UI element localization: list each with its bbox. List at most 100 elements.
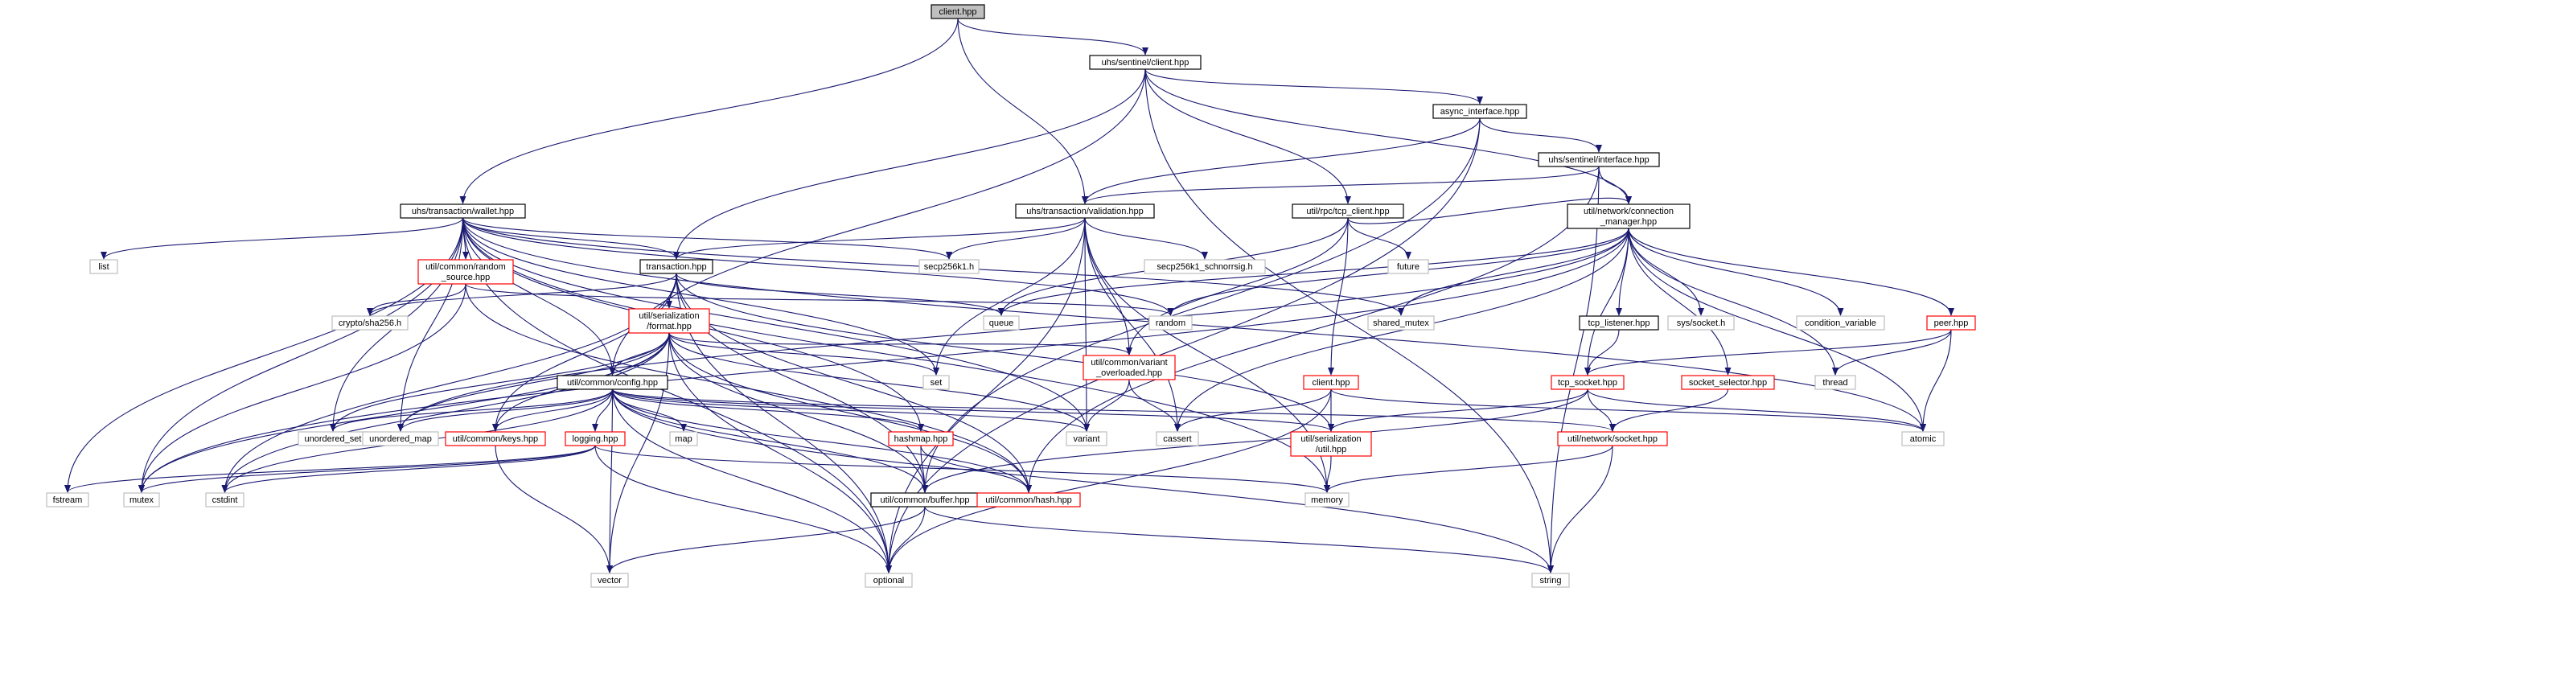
edge-hashmap-to-buffer (920, 445, 928, 493)
node-box (565, 431, 626, 446)
node-fstream: fstream (46, 492, 89, 507)
edge-wallet-to-list (101, 217, 464, 260)
edge-serialization_format-to-optional (668, 332, 892, 573)
node-socket-selector[interactable]: socket_selector.hpp (1681, 375, 1775, 390)
edge-validation-to-optional (885, 217, 1086, 573)
node-box (1290, 431, 1372, 457)
node-box (1292, 203, 1404, 219)
edge-logging-to-memory (594, 445, 1330, 493)
node-box (1567, 203, 1691, 229)
edge-config-to-map (611, 388, 687, 432)
node-tcp-socket[interactable]: tcp_socket.hpp (1551, 375, 1625, 390)
node-connection-manager[interactable]: util/network/connection_manager.hpp (1567, 203, 1691, 229)
node-config[interactable]: util/common/config.hpp (557, 375, 668, 390)
node-tcp-client[interactable]: util/rpc/tcp_client.hpp (1292, 203, 1404, 219)
node-thread: thread (1814, 375, 1856, 390)
node-label: memory (1311, 495, 1343, 505)
node-tcp-listener[interactable]: tcp_listener.hpp (1579, 315, 1659, 331)
node-future: future (1387, 259, 1429, 274)
node-interface[interactable]: uhs/sentinel/interface.hpp (1538, 152, 1660, 167)
node-box (1926, 315, 1976, 331)
edge-client_root-to-sentinel_client (957, 18, 1148, 55)
edge-serialization_format-to-vector (606, 332, 670, 573)
node-buffer[interactable]: util/common/buffer.hpp (870, 492, 980, 507)
edge-variant_overloaded-to-cassert (1128, 379, 1181, 432)
edge-client_hpp-to-cassert (1174, 388, 1332, 432)
node-random-source[interactable]: util/common/random_source.hpp (417, 259, 514, 285)
node-client-hpp[interactable]: client.hpp (1303, 375, 1359, 390)
node-hashmap[interactable]: hashmap.hpp (888, 431, 954, 446)
node-set: set (922, 375, 950, 390)
edge-config-to-ser_util (611, 388, 1334, 432)
node-wallet[interactable]: uhs/transaction/wallet.hpp (400, 203, 526, 219)
node-box (1531, 573, 1570, 588)
node-label: util/common/keys.hpp (453, 434, 538, 444)
edge-connection_manager-to-peer (1628, 228, 1954, 316)
node-serialization-format[interactable]: util/serialization/format.hpp (628, 308, 710, 334)
node-label: queue (989, 318, 1014, 328)
node-label: unordered_map (369, 434, 432, 444)
edge-serialization_format-to-unordered_set (330, 332, 670, 432)
node-box (918, 259, 980, 274)
edge-socket_selector-to-net_socket (1609, 388, 1729, 432)
node-label: util/network/connection (1584, 207, 1674, 216)
node-box (1303, 375, 1359, 390)
edge-wallet-to-optional (462, 217, 892, 573)
node-label: util/common/random (425, 262, 506, 272)
node-random: random (1148, 315, 1193, 331)
node-ser-util[interactable]: util/serialization/util.hpp (1290, 431, 1372, 457)
edge-interface-to-validation (1082, 166, 1600, 204)
edge-config-to-vector (606, 388, 614, 573)
edge-sentinel_client-to-tcp_client (1144, 68, 1351, 204)
node-logging[interactable]: logging.hpp (565, 431, 626, 446)
node-variant-overloaded[interactable]: util/common/variant_overloaded.hpp (1083, 355, 1176, 380)
node-optional: optional (865, 573, 913, 588)
node-box (931, 4, 985, 19)
edge-async-to-interface (1479, 117, 1602, 153)
edge-variant_overloaded-to-variant (1083, 379, 1130, 432)
node-box (1083, 355, 1176, 380)
edge-connection_manager-to-shared_mutex (1398, 228, 1629, 316)
edge-wallet-to-fstream (64, 217, 464, 493)
edge-client_hpp-to-atomic (1330, 388, 1926, 432)
node-label: mutex (129, 495, 154, 505)
edge-buffer-to-string (924, 506, 1554, 573)
edge-validation-to-variant (1083, 217, 1090, 432)
node-transaction[interactable]: transaction.hpp (639, 259, 713, 274)
node-box (983, 315, 1020, 331)
node-label: map (675, 434, 692, 444)
node-label: thread (1822, 378, 1847, 388)
node-label: util/common/hash.hpp (985, 495, 1072, 505)
node-queue: queue (983, 315, 1020, 331)
node-list: list (89, 259, 118, 274)
node-hash[interactable]: util/common/hash.hpp (976, 492, 1081, 507)
edge-transaction-to-queue (676, 273, 1005, 316)
node-keys[interactable]: util/common/keys.hpp (445, 431, 546, 446)
node-label: uhs/sentinel/interface.hpp (1548, 155, 1649, 165)
edge-tcp_client-to-future (1347, 217, 1411, 260)
edge-wallet-to-config (462, 217, 616, 376)
edge-wallet-to-secp256k1 (462, 217, 952, 260)
node-client-root[interactable]: client.hpp (931, 4, 985, 19)
node-label: string (1540, 576, 1562, 586)
node-map: map (669, 431, 698, 446)
node-label: util/common/variant (1091, 358, 1167, 368)
node-mutex: mutex (123, 492, 160, 507)
node-label: util/common/config.hpp (567, 378, 658, 388)
node-label: variant (1073, 434, 1099, 444)
node-sentinel-client[interactable]: uhs/sentinel/client.hpp (1089, 55, 1202, 70)
edge-config-to-buffer (611, 388, 928, 493)
edge-tcp_client-to-client_hpp (1328, 217, 1349, 376)
node-validation[interactable]: uhs/transaction/validation.hpp (1015, 203, 1155, 219)
edge-serialization_format-to-unordered_map (397, 332, 670, 432)
node-label: logging.hpp (573, 434, 618, 444)
edge-wallet-to-random (462, 217, 1174, 316)
node-box (976, 492, 1081, 507)
edge-sentinel_client-to-transaction (673, 68, 1146, 260)
node-peer[interactable]: peer.hpp (1926, 315, 1976, 331)
edge-random_source-to-hash (465, 283, 1032, 493)
node-box (1387, 259, 1429, 274)
node-async[interactable]: async_interface.hpp (1432, 104, 1527, 119)
node-box (331, 315, 409, 331)
node-net-socket[interactable]: util/network/socket.hpp (1557, 431, 1668, 446)
